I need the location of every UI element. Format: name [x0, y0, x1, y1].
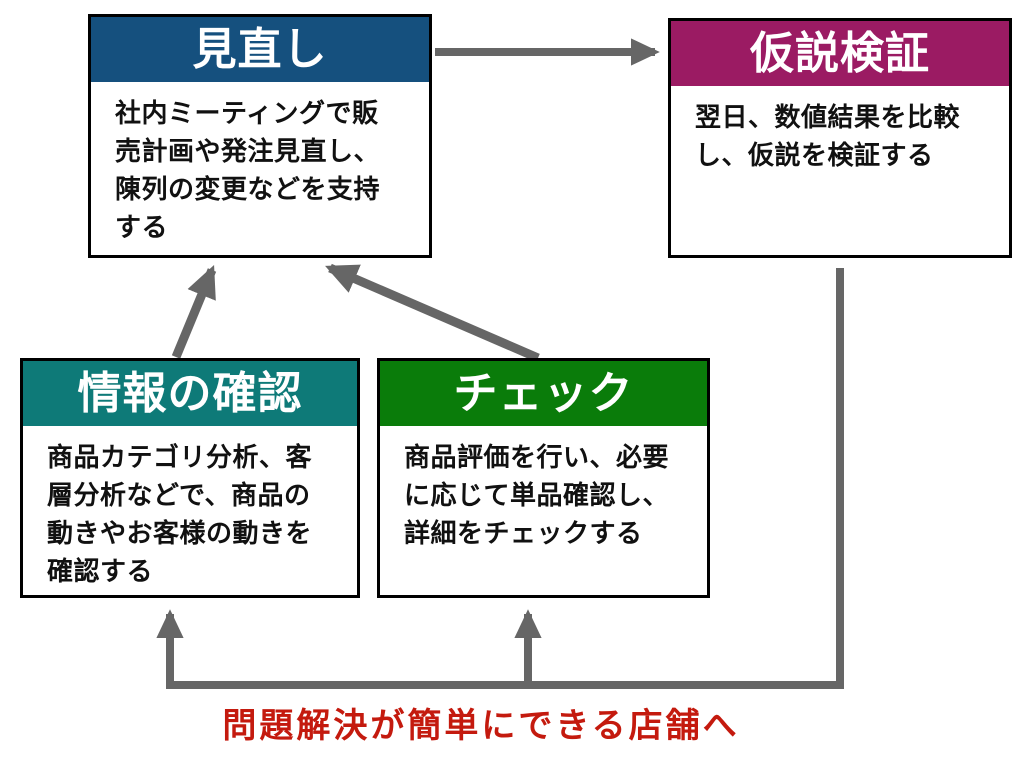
- box-joho-no-kakunin-body: 商品カテゴリ分析、客 層分析などで、商品の 動きやお客様の動きを 確認する: [47, 442, 313, 586]
- box-check-title: チェック: [380, 361, 707, 426]
- box-kasetsu-kensho-title: 仮説検証: [671, 21, 1009, 86]
- arrow-check-to-minaoshi-icon: [325, 263, 540, 363]
- box-minaoshi-title: 見直し: [91, 17, 429, 82]
- box-kasetsu-kensho: 仮説検証 翌日、数値結果を比較 し、仮説を検証する: [668, 18, 1012, 258]
- arrow-joho-to-minaoshi-icon: [171, 265, 217, 359]
- box-kasetsu-kensho-body: 翌日、数値結果を比較 し、仮説を検証する: [695, 102, 961, 170]
- box-check-body: 商品評価を行い、必要 に応じて単品確認し、 詳細をチェックする: [404, 442, 670, 548]
- box-minaoshi-body: 社内ミーティングで販 売計画や発注見直し、 陳列の変更などを支持 する: [115, 98, 381, 242]
- box-joho-no-kakunin: 情報の確認 商品カテゴリ分析、客 層分析などで、商品の 動きやお客様の動きを 確…: [20, 358, 360, 598]
- box-minaoshi: 見直し 社内ミーティングで販 売計画や発注見直し、 陳列の変更などを支持 する: [88, 14, 432, 258]
- box-joho-no-kakunin-title: 情報の確認: [23, 361, 357, 426]
- box-check: チェック 商品評価を行い、必要 に応じて単品確認し、 詳細をチェックする: [377, 358, 710, 598]
- footer-slogan: 問題解決が簡単にできる店舗へ: [222, 707, 740, 745]
